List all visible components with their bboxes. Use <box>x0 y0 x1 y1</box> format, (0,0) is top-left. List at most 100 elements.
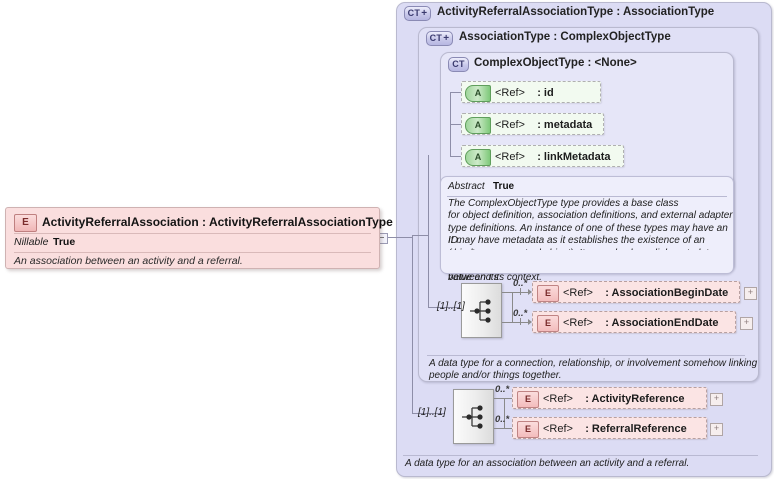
element-name-referral-reference: : ReferralReference <box>585 423 687 435</box>
attribute-text-linkmetadata: <Ref> : linkMetadata <box>495 149 611 165</box>
complex-object-type-doc-line-2: type definitions. An instance of one of … <box>448 222 728 247</box>
seq1-arrow-1 <box>528 289 532 295</box>
element-badge-icon: E <box>537 285 559 302</box>
element-text-activity-reference: <Ref> : ActivityReference <box>543 391 684 407</box>
attribute-row-metadata[interactable]: A <Ref> : metadata <box>461 113 604 135</box>
element-badge-label: E <box>544 288 551 298</box>
occurrence-association-end-date: 0..* <box>513 308 528 319</box>
expand-icon-association-begin-date[interactable]: + <box>744 287 757 300</box>
attribute-badge-icon: A <box>465 85 491 102</box>
plus-icon-outer: + <box>421 7 428 19</box>
assoc-group-trunk <box>428 155 429 307</box>
expand-icon-association-end-date[interactable]: + <box>740 317 753 330</box>
root-element-activity-referral-association[interactable]: E ActivityReferralAssociation : Activity… <box>5 207 393 269</box>
attribute-ref-metadata: <Ref> <box>495 119 525 131</box>
attribute-name-linkmetadata: : linkMetadata <box>537 151 611 163</box>
seq2-branch-trunk <box>504 398 505 428</box>
element-association-begin-date[interactable]: E <Ref> : AssociationBeginDate <box>532 281 740 303</box>
element-text-association-end-date: <Ref> : AssociationEndDate <box>563 315 718 331</box>
attribute-badge-label: A <box>474 120 482 130</box>
seq1-tick-2 <box>520 318 521 325</box>
element-badge-icon: E <box>537 315 559 332</box>
ct-badge-outer[interactable]: CT+ <box>404 6 431 21</box>
attribute-name-id: : id <box>537 87 554 99</box>
ct-badge-inner[interactable]: CT <box>448 57 469 72</box>
root-element-nillable-value: True <box>53 236 76 248</box>
cardinality-activity-referral: [1]..[1] <box>418 407 446 418</box>
outer-group-trunk <box>412 235 413 413</box>
activity-referral-documentation: A data type for an association between a… <box>403 455 758 473</box>
element-badge-label: E <box>524 424 531 434</box>
sequence-icon-association-dates <box>470 299 491 323</box>
element-referral-reference[interactable]: E <Ref> : ReferralReference <box>512 417 707 439</box>
element-badge-icon: E <box>517 421 539 438</box>
attribute-name-metadata: : metadata <box>537 119 593 131</box>
expand-icon-referral-reference[interactable]: + <box>710 423 723 436</box>
association-type-documentation: A data type for a connection, relationsh… <box>427 355 757 381</box>
attribute-text-metadata: <Ref> : metadata <box>495 117 592 133</box>
ct-badge-mid-label: CT <box>429 33 443 43</box>
element-text-association-begin-date: <Ref> : AssociationBeginDate <box>563 285 728 301</box>
element-ref-association-end-date: <Ref> <box>563 317 593 329</box>
ct-badge-inner-label: CT <box>452 59 465 69</box>
element-association-end-date[interactable]: E <Ref> : AssociationEndDate <box>532 311 736 333</box>
root-to-panel-line <box>385 237 413 238</box>
association-doc-divider <box>427 355 745 356</box>
complex-object-type-doc-line-6: value and its context. <box>448 272 542 284</box>
activity-referral-doc-divider <box>403 455 758 456</box>
attribute-row-linkmetadata[interactable]: A <Ref> : linkMetadata <box>461 145 624 167</box>
root-element-nillable-key: Nillable <box>14 236 49 248</box>
complex-object-type-doc-line-1: for object definition, association defin… <box>448 210 733 222</box>
attribute-badge-icon: A <box>465 117 491 134</box>
seq1-tick-1 <box>520 288 521 295</box>
association-doc-line-0: A data type for a connection, relationsh… <box>429 358 758 369</box>
seq1-stem-top <box>502 292 513 293</box>
seq1-branch-trunk <box>512 292 513 322</box>
element-ref-activity-reference: <Ref> <box>543 393 573 405</box>
element-badge-label: E <box>524 394 531 404</box>
occurrence-association-begin-date: 0..* <box>513 278 528 289</box>
attribute-badge-label: A <box>474 152 482 162</box>
occurrence-referral-reference: 0..* <box>495 414 510 425</box>
sequence-icon-activity-referral <box>462 405 483 429</box>
plus-icon-mid: + <box>443 32 450 44</box>
element-name-activity-reference: : ActivityReference <box>585 393 685 405</box>
seq1-stem-bottom <box>502 322 513 323</box>
element-activity-reference[interactable]: E <Ref> : ActivityReference <box>512 387 707 409</box>
element-ref-referral-reference: <Ref> <box>543 423 573 435</box>
ct-badge-mid[interactable]: CT+ <box>426 31 453 46</box>
element-name-association-begin-date: : AssociationBeginDate <box>605 287 729 299</box>
occurrence-activity-reference: 0..* <box>495 384 510 395</box>
attribute-badge-label: A <box>474 88 482 98</box>
attribute-row-id[interactable]: A <Ref> : id <box>461 81 601 103</box>
seq2-stem-bottom <box>494 428 505 429</box>
element-badge-label: E <box>544 318 551 328</box>
attribute-badge-icon: A <box>465 149 491 166</box>
seq2-stem-top <box>494 398 505 399</box>
element-badge-icon: E <box>517 391 539 408</box>
association-doc-line-1: people and/or things together. <box>429 370 562 381</box>
root-element-badge-icon: E <box>14 214 37 232</box>
complex-object-type-doc-card-extension <box>440 250 734 274</box>
attribute-ref-id: <Ref> <box>495 87 525 99</box>
attr-tree-branch-2 <box>450 124 462 125</box>
root-element-divider-2 <box>14 252 371 253</box>
element-name-association-end-date: : AssociationEndDate <box>605 317 719 329</box>
root-element-title: ActivityReferralAssociation : ActivityRe… <box>42 215 393 229</box>
panel-title-outer: ActivityReferralAssociationType : Associ… <box>437 6 715 18</box>
expand-icon-activity-reference[interactable]: + <box>710 393 723 406</box>
cardinality-association-dates: [1]..[1] <box>437 301 465 312</box>
element-ref-association-begin-date: <Ref> <box>563 287 593 299</box>
sequence-connector-association-dates[interactable] <box>461 283 502 338</box>
ct-badge-outer-label: CT <box>407 8 421 18</box>
panel-title-mid: AssociationType : ComplexObjectType <box>459 31 671 43</box>
attribute-ref-linkmetadata: <Ref> <box>495 151 525 163</box>
seq1-arrow-2 <box>528 319 532 325</box>
outer-group-stem <box>412 413 445 414</box>
complex-object-type-doc-line-0: The ComplexObjectType type provides a ba… <box>448 198 679 209</box>
element-text-referral-reference: <Ref> : ReferralReference <box>543 421 687 437</box>
activity-referral-doc-text: A data type for an association between a… <box>405 458 690 469</box>
root-element-badge-label: E <box>22 217 29 228</box>
root-element-documentation: An association between an activity and a… <box>14 255 243 267</box>
